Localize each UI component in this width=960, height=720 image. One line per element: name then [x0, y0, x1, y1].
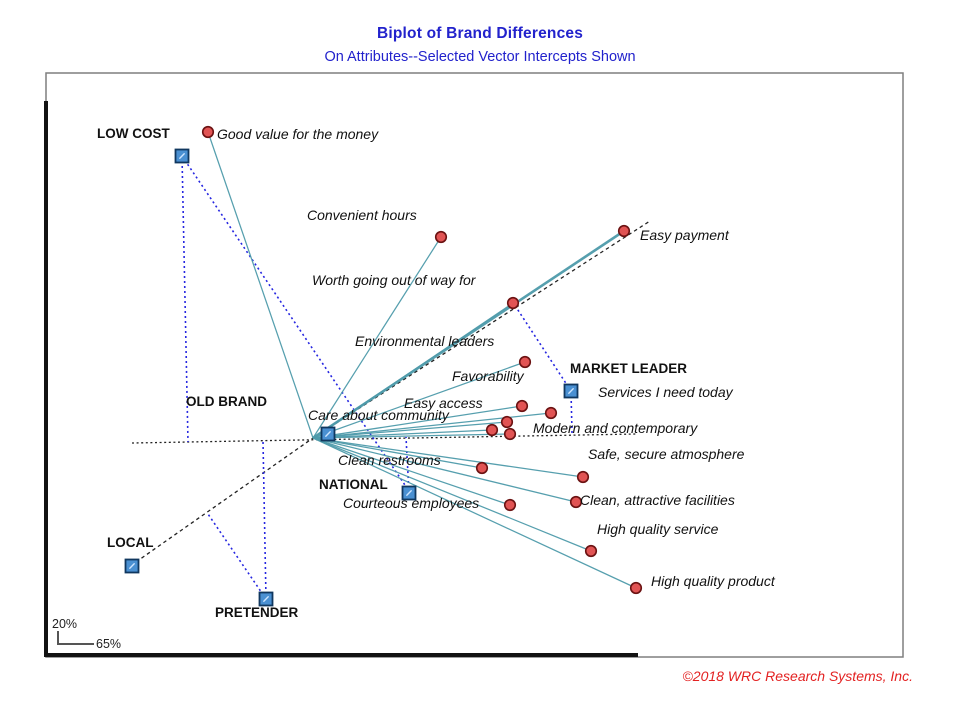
- attribute-point: [569, 495, 583, 509]
- attribute-point: [617, 224, 631, 238]
- attribute-vector: [312, 236, 442, 439]
- brand-label: OLD BRAND: [186, 394, 267, 409]
- attribute-point: [500, 415, 514, 429]
- diagonal-reference-axis-lower: [135, 437, 314, 563]
- attribute-label: Safe, secure atmosphere: [588, 446, 745, 462]
- attribute-label: Modern and contemporary: [533, 420, 698, 436]
- attribute-label: Easy access: [404, 395, 483, 411]
- attribute-point: [475, 461, 489, 475]
- attribute-label: Services I need today: [598, 384, 734, 400]
- attribute-label: High quality service: [597, 521, 719, 537]
- scale-indicator-lines: [57, 631, 94, 645]
- attribute-point: [201, 125, 215, 139]
- attribute-vector: [312, 421, 508, 439]
- projection-line-national: [405, 436, 410, 494]
- brand-label: LOCAL: [107, 535, 154, 550]
- horizontal-reference-axis: [131, 433, 638, 444]
- brand-label: LOW COST: [97, 126, 170, 141]
- attribute-point: [584, 544, 598, 558]
- attribute-label: Convenient hours: [307, 207, 417, 223]
- attribute-point: [515, 399, 529, 413]
- chart-title: Biplot of Brand Differences: [376, 25, 584, 42]
- projection-line-market-leader: [513, 303, 572, 392]
- attribute-point: [576, 470, 590, 484]
- brand-point-sheen: [129, 563, 135, 569]
- attribute-vector: [312, 437, 637, 589]
- brand-label: NATIONAL: [319, 477, 388, 492]
- attribute-point: [485, 423, 499, 437]
- attribute-label: Environmental leaders: [355, 333, 494, 349]
- attribute-vector: [312, 361, 526, 439]
- attribute-vector: [312, 302, 514, 439]
- attribute-label: Clean, attractive facilities: [580, 492, 735, 508]
- attribute-label: Easy payment: [640, 227, 730, 243]
- attribute-point: [506, 296, 520, 310]
- plot-frame: [45, 72, 904, 658]
- attribute-vector: [312, 429, 493, 439]
- attribute-point: [434, 230, 448, 244]
- scale-horizontal-label: 65%: [96, 637, 121, 651]
- scale-vertical-label: 20%: [52, 617, 77, 631]
- attribute-label: High quality product: [651, 573, 776, 589]
- attribute-vector: [312, 437, 511, 506]
- attribute-point: [503, 498, 517, 512]
- attribute-point: [629, 581, 643, 595]
- attribute-vector: [312, 405, 523, 439]
- attribute-vector: [312, 437, 577, 503]
- attribute-vector: [207, 131, 314, 439]
- attribute-point: [518, 355, 532, 369]
- brand-point-sheen: [406, 490, 412, 496]
- attribute-label: Favorability: [452, 368, 525, 384]
- attribute-vector: [312, 437, 483, 469]
- brand-label: PRETENDER: [215, 605, 299, 620]
- projection-line-market-leader: [570, 390, 573, 434]
- brand-label: MARKET LEADER: [570, 361, 687, 376]
- attribute-point: [544, 406, 558, 420]
- attribute-label: Clean restrooms: [338, 452, 441, 468]
- attribute-point: [503, 427, 517, 441]
- attribute-vector: [312, 437, 592, 552]
- brand-point-sheen: [568, 388, 574, 394]
- copyright-text: ©2018 WRC Research Systems, Inc.: [682, 668, 913, 684]
- brand-point-sheen: [179, 153, 185, 159]
- brand-point-sheen: [325, 431, 331, 437]
- brand-point-sheen: [263, 596, 269, 602]
- attribute-label: Worth going out of way for: [312, 272, 477, 288]
- attribute-label: Care about community: [308, 407, 450, 423]
- attribute-vector: [312, 433, 511, 439]
- attribute-vector: [312, 437, 584, 478]
- projection-line-pretender: [262, 440, 267, 600]
- attribute-label: Courteous employees: [343, 495, 479, 511]
- projection-line-pretender: [207, 513, 267, 600]
- chart-subtitle: On Attributes--Selected Vector Intercept…: [324, 49, 636, 65]
- attribute-vector: [312, 412, 552, 439]
- attribute-label: Good value for the money: [217, 126, 379, 142]
